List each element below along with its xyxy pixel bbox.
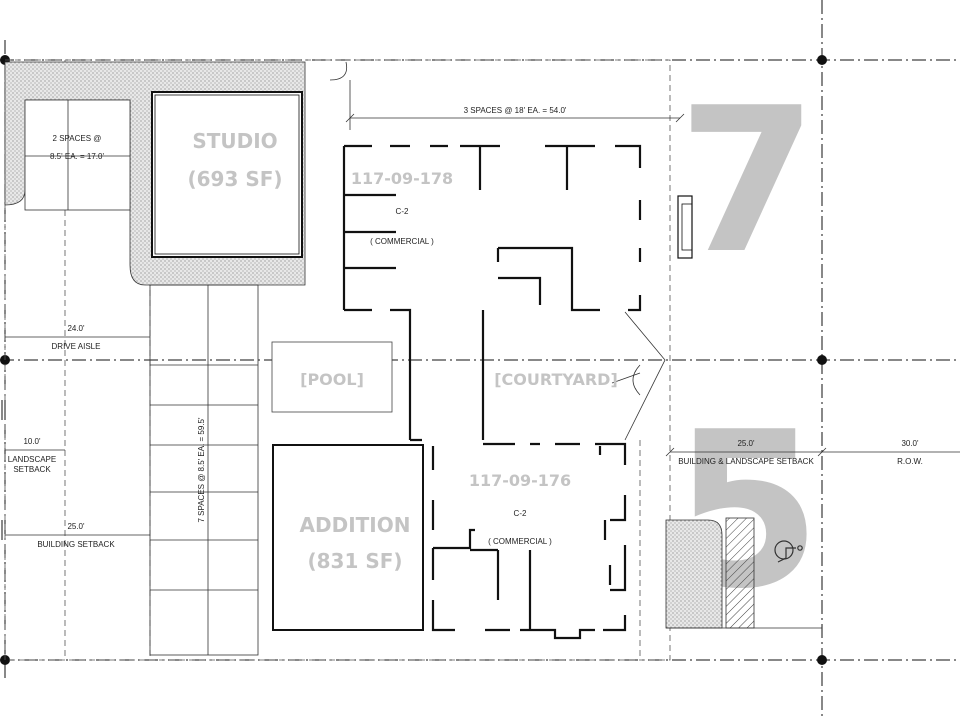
grid-marker-7: 7 [678,65,817,298]
parcel-use-176: ( COMMERCIAL ) [488,537,552,546]
building-setback-value: 25.0' [67,522,85,531]
addition-name: ADDITION [300,513,411,537]
addition-building [272,444,424,631]
building-117-09-176-walls [410,438,627,640]
accessible-parking-icon [774,540,803,563]
bl-setback-value: 25.0' [737,439,755,448]
drive-aisle-label: DRIVE AISLE [52,342,101,351]
parcel-zone-178: C-2 [396,207,409,216]
parcel-zone-176: C-2 [514,509,527,518]
left-spaces-dimension: 7 SPACES @ 8.5' EA. = 59.5' [197,417,206,523]
top-spaces-dimension: 3 SPACES @ 18' EA. = 54.0' [464,106,567,115]
parcel-use-178: ( COMMERCIAL ) [370,237,434,246]
building-117-09-178-walls [342,144,642,440]
courtyard-label: [COURTYARD] [494,370,618,389]
pool-label: [POOL] [300,370,364,389]
row-value: 30.0' [901,439,919,448]
parking-top-left: 2 SPACES @ 8.5' EA. = 17.0' [24,99,131,211]
accessible-aisle-hatch [725,517,755,629]
left-edge-marks [1,400,6,540]
bl-setback-label: BUILDING & LANDSCAPE SETBACK [678,457,814,466]
building-setback-label: BUILDING SETBACK [37,540,115,549]
landscape-setback-label-2: SETBACK [13,465,51,474]
row-label: R.O.W. [897,457,923,466]
parcel-id-176: 117-09-176 [469,471,571,490]
landscape-setback-value: 10.0' [23,437,41,446]
parking-top-each-label: 8.5' EA. = 17.0' [50,152,104,161]
drive-aisle-width: 24.0' [67,324,85,333]
studio-building [151,91,303,258]
parking-left: 7 SPACES @ 8.5' EA. = 59.5' [149,284,259,656]
entry-steps-right [677,195,693,259]
addition-area: (831 SF) [307,549,402,573]
studio-area: (693 SF) [187,167,282,191]
studio-name: STUDIO [192,129,277,153]
pool [271,341,393,413]
parcel-id-178: 117-09-178 [351,169,453,188]
landscape-setback-label-1: LANDSCAPE [8,455,56,464]
parking-top-spaces-label: 2 SPACES @ [53,134,102,143]
landscape-area-right [665,519,723,629]
